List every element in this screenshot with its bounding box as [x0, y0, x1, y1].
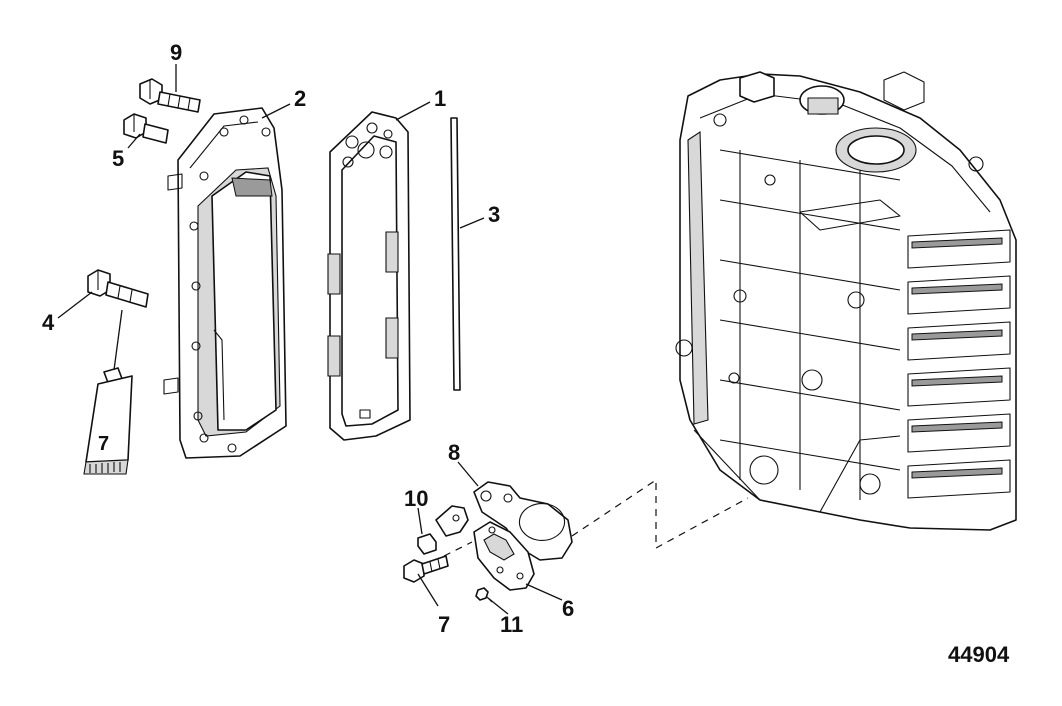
assembly-line-to-block: [571, 478, 749, 550]
cover-plate-part-6: [473, 521, 535, 591]
gasket-part-1: [327, 111, 411, 441]
callout-8: 8: [448, 440, 460, 465]
callout-4: 4: [42, 310, 55, 335]
callout-7-screw: 7: [438, 612, 450, 637]
sealant-tube-part-7: [83, 367, 133, 475]
cover-plate-part-2: [163, 107, 287, 459]
callout-6: 6: [562, 596, 574, 621]
bolt-part-4: [87, 269, 149, 308]
callout-1: 1: [434, 86, 446, 111]
valve-plate: [435, 505, 469, 537]
callout-5: 5: [112, 146, 124, 171]
gasket-part-8: [473, 481, 573, 561]
screw-part-11: [475, 587, 493, 603]
callout-10: 10: [404, 486, 428, 511]
callout-9: 9: [170, 40, 182, 65]
assembly-line-screw: [443, 541, 473, 557]
engine-block: [675, 71, 1017, 531]
leader-lines: [57, 64, 563, 615]
bolt-part-9: [139, 78, 201, 113]
plug-part-10: [417, 533, 437, 555]
callout-7-tube: 7: [98, 433, 109, 455]
callout-3: 3: [488, 202, 500, 227]
screw-part-7: [403, 555, 449, 583]
figure-id: 44904: [948, 642, 1010, 667]
callout-11: 11: [500, 612, 523, 637]
bolt-part-5: [123, 113, 169, 144]
callout-2: 2: [294, 86, 306, 111]
rod-part-3: [450, 117, 461, 391]
